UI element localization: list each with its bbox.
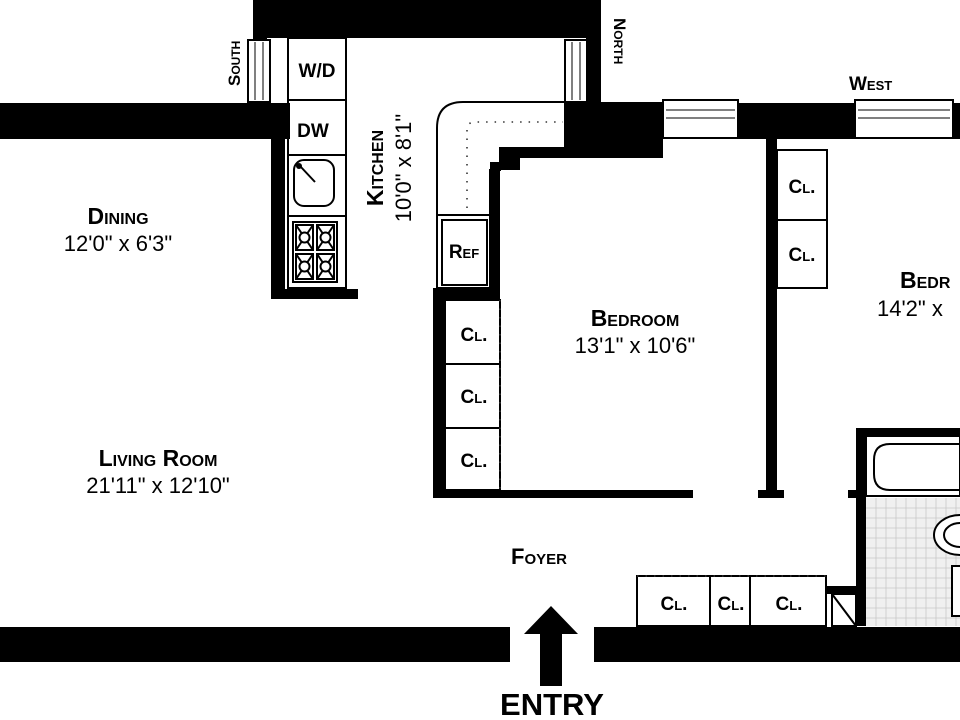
washer-dryer-label: W/D (299, 61, 336, 82)
wall-top-left (0, 103, 290, 139)
kitchen-counter (287, 37, 347, 289)
kitchen-l-counter (436, 101, 566, 215)
wall-top-middle (738, 103, 855, 139)
wall-kitchen-top (253, 0, 601, 38)
dining-name: Dining (87, 203, 148, 229)
stove-burner-icon (295, 253, 314, 280)
window-west-right (854, 99, 954, 139)
wall-kitchen-right-column (586, 38, 601, 102)
closet-foyer-3 (749, 575, 827, 627)
wall-bedroom-bottom (433, 490, 693, 498)
compass-south: South (225, 41, 244, 86)
stove-icon (292, 221, 338, 283)
kitchen-fixtures (287, 37, 566, 289)
living-room-dims: 21'11" x 12'10" (86, 473, 230, 498)
wall-kitchen-right-block (500, 102, 663, 170)
wall-bedroom-divider (490, 162, 500, 300)
wall-bath-top (856, 428, 960, 436)
bath-sink-icon (951, 565, 960, 617)
bedroom2-name: Bedr (900, 267, 951, 293)
kitchen-dims: 10'0" x 8'1" (391, 114, 416, 222)
bathroom (831, 435, 960, 627)
bedroom2-dims: 14'2" x (877, 296, 943, 321)
wall-kitchen-left-partition (271, 139, 285, 299)
bedroom-dims: 13'1" x 10'6" (575, 333, 696, 358)
sink-icon (293, 159, 335, 207)
walls (0, 0, 960, 662)
wall-bottom-left (0, 627, 510, 662)
stove-burner-icon (316, 224, 335, 251)
wall-bedroom-right (766, 139, 777, 492)
closet-label: Cl. (718, 594, 745, 615)
closet-label: Cl. (789, 177, 816, 198)
window-south (247, 39, 271, 103)
closet-label: Cl. (789, 245, 816, 266)
bathtub (865, 435, 960, 497)
foyer-name: Foyer (511, 544, 567, 569)
closet-label: Cl. (461, 325, 488, 346)
closet-label: Cl. (461, 451, 488, 472)
wall-bath-left (856, 428, 866, 626)
compass-west: West (849, 74, 892, 95)
entry-label: ENTRY (500, 687, 604, 720)
refrigerator-label: Ref (449, 242, 479, 263)
living-room-name: Living Room (99, 445, 218, 471)
closet-label: Cl. (661, 594, 688, 615)
wall-bedroom-right-foot (758, 490, 784, 498)
bedroom-name: Bedroom (591, 305, 680, 331)
wall-bath-foot (848, 490, 864, 498)
closet-label: Cl. (776, 594, 803, 615)
windows (247, 39, 954, 139)
wall-bath-bottom-stub (826, 586, 866, 594)
refrigerator (436, 214, 491, 289)
window-north (564, 39, 588, 103)
dishwasher-label: DW (297, 121, 329, 142)
closet-bedroom-3 (444, 427, 501, 491)
wall-kitchen-bottom-stub (271, 289, 358, 299)
wall-bottom-right (594, 627, 960, 662)
wall-top-right (953, 103, 960, 139)
stove-burner-icon (316, 253, 335, 280)
closet-label: Cl. (461, 387, 488, 408)
window-west-left (662, 99, 739, 139)
kitchen-name: Kitchen (362, 130, 388, 206)
stove-burner-icon (295, 224, 314, 251)
dining-dims: 12'0" x 6'3" (64, 231, 172, 256)
compass-north: North (610, 18, 629, 64)
closets (444, 149, 828, 627)
closet-bedroom2-2 (776, 219, 828, 289)
entry-arrow-icon (524, 606, 578, 686)
wall-bedroom-left (433, 288, 445, 498)
wall-bedroom-closet-top (433, 288, 499, 300)
linen-box (831, 593, 857, 627)
